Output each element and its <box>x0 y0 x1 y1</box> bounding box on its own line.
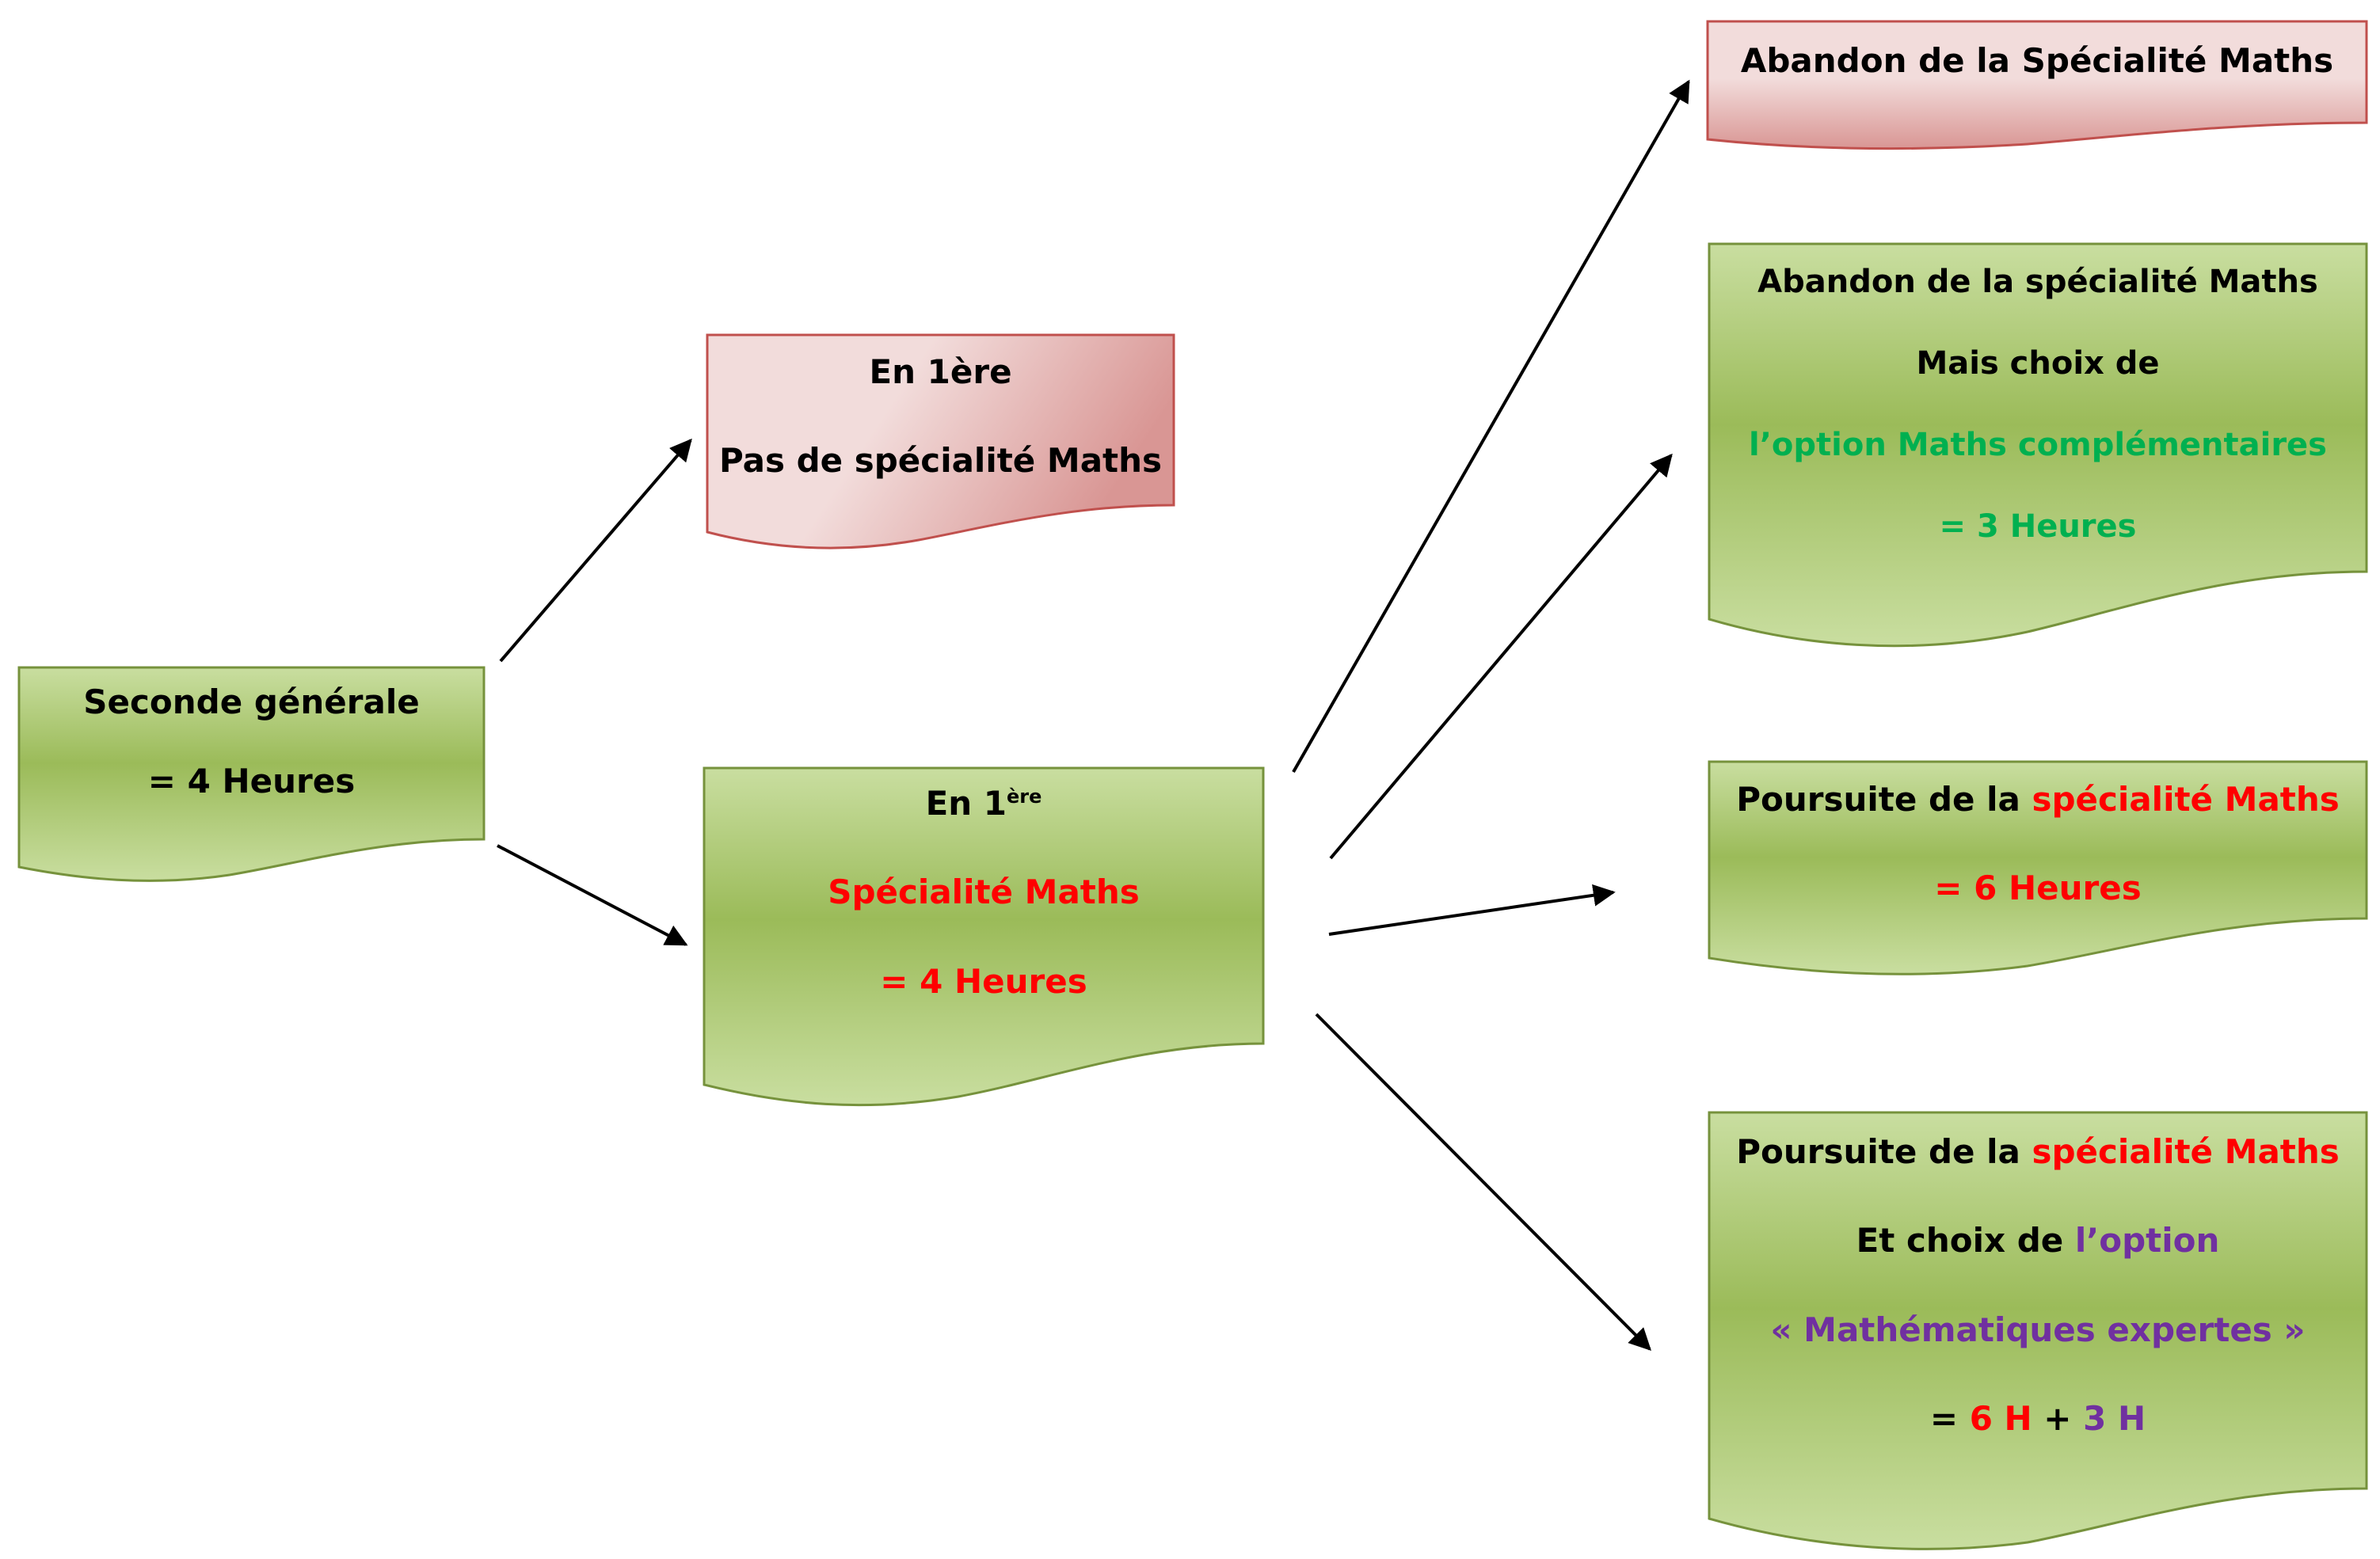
arrow-spe-to-poursuite <box>1328 884 1616 936</box>
node-seconde: Seconde générale = 4 Heures <box>19 683 484 802</box>
arrow-seconde-to-premiere-sans <box>499 438 692 663</box>
node-poursuite-expertes-option: « Mathématiques expertes » <box>1770 1310 2306 1349</box>
node-premiere-spe-shape <box>703 766 1265 1107</box>
node-poursuite: Poursuite de la spécialité Maths = 6 Heu… <box>1709 780 2367 909</box>
node-premiere-sans-shape <box>706 333 1175 549</box>
node-poursuite-title: Poursuite de la spécialité Maths <box>1736 780 2340 819</box>
node-premiere-sans-title: En 1ère <box>869 352 1012 391</box>
arrow-seconde-to-premiere-spe <box>497 844 688 946</box>
node-poursuite-expertes-choice: Et choix de l’option <box>1856 1221 2220 1261</box>
node-poursuite-expertes-hours: = 6 H + 3 H <box>1929 1399 2146 1439</box>
node-poursuite-expertes-shape <box>1708 1111 2368 1550</box>
node-poursuite-shape <box>1708 760 2368 975</box>
node-abandon-option-hours: = 3 Heures <box>1939 508 2137 545</box>
node-poursuite-expertes-title: Poursuite de la spécialité Maths <box>1736 1132 2340 1171</box>
node-abandon-option: Abandon de la spécialité Maths Mais choi… <box>1709 263 2367 546</box>
node-abandon-option-shape <box>1708 242 2368 648</box>
node-premiere-spe: En 1ère Spécialité Maths = 4 Heures <box>704 784 1263 1002</box>
node-abandon-option-choice: Mais choix de <box>1916 345 2160 382</box>
node-premiere-sans-subtitle: Pas de spécialité Maths <box>718 441 1163 481</box>
node-seconde-title: Seconde générale <box>83 683 420 721</box>
node-seconde-shape <box>17 666 486 882</box>
node-abandon-option-name: l’option Maths complémentaires <box>1749 427 2327 463</box>
arrow-spe-to-abandon-option <box>1329 453 1673 860</box>
node-abandon-option-title: Abandon de la spécialité Maths <box>1757 264 2318 300</box>
node-abandon-title: Abandon de la Spécialité Maths <box>1740 41 2334 80</box>
node-premiere-sans: En 1ère Pas de spécialité Maths <box>707 352 1174 481</box>
node-poursuite-expertes: Poursuite de la spécialité Maths Et choi… <box>1709 1132 2367 1439</box>
node-premiere-spe-title: En 1ère <box>925 784 1042 823</box>
arrow-spe-to-abandon <box>1292 79 1690 773</box>
node-abandon: Abandon de la Spécialité Maths <box>1708 41 2367 81</box>
node-poursuite-hours: = 6 Heures <box>1934 869 2142 908</box>
arrow-spe-to-poursuite-expertes <box>1315 1013 1651 1351</box>
node-seconde-hours: = 4 Heures <box>147 762 356 801</box>
node-abandon-shape <box>1706 20 2368 150</box>
node-premiere-spe-specialite: Spécialité Maths <box>828 873 1140 912</box>
node-premiere-spe-hours: = 4 Heures <box>880 961 1087 1001</box>
